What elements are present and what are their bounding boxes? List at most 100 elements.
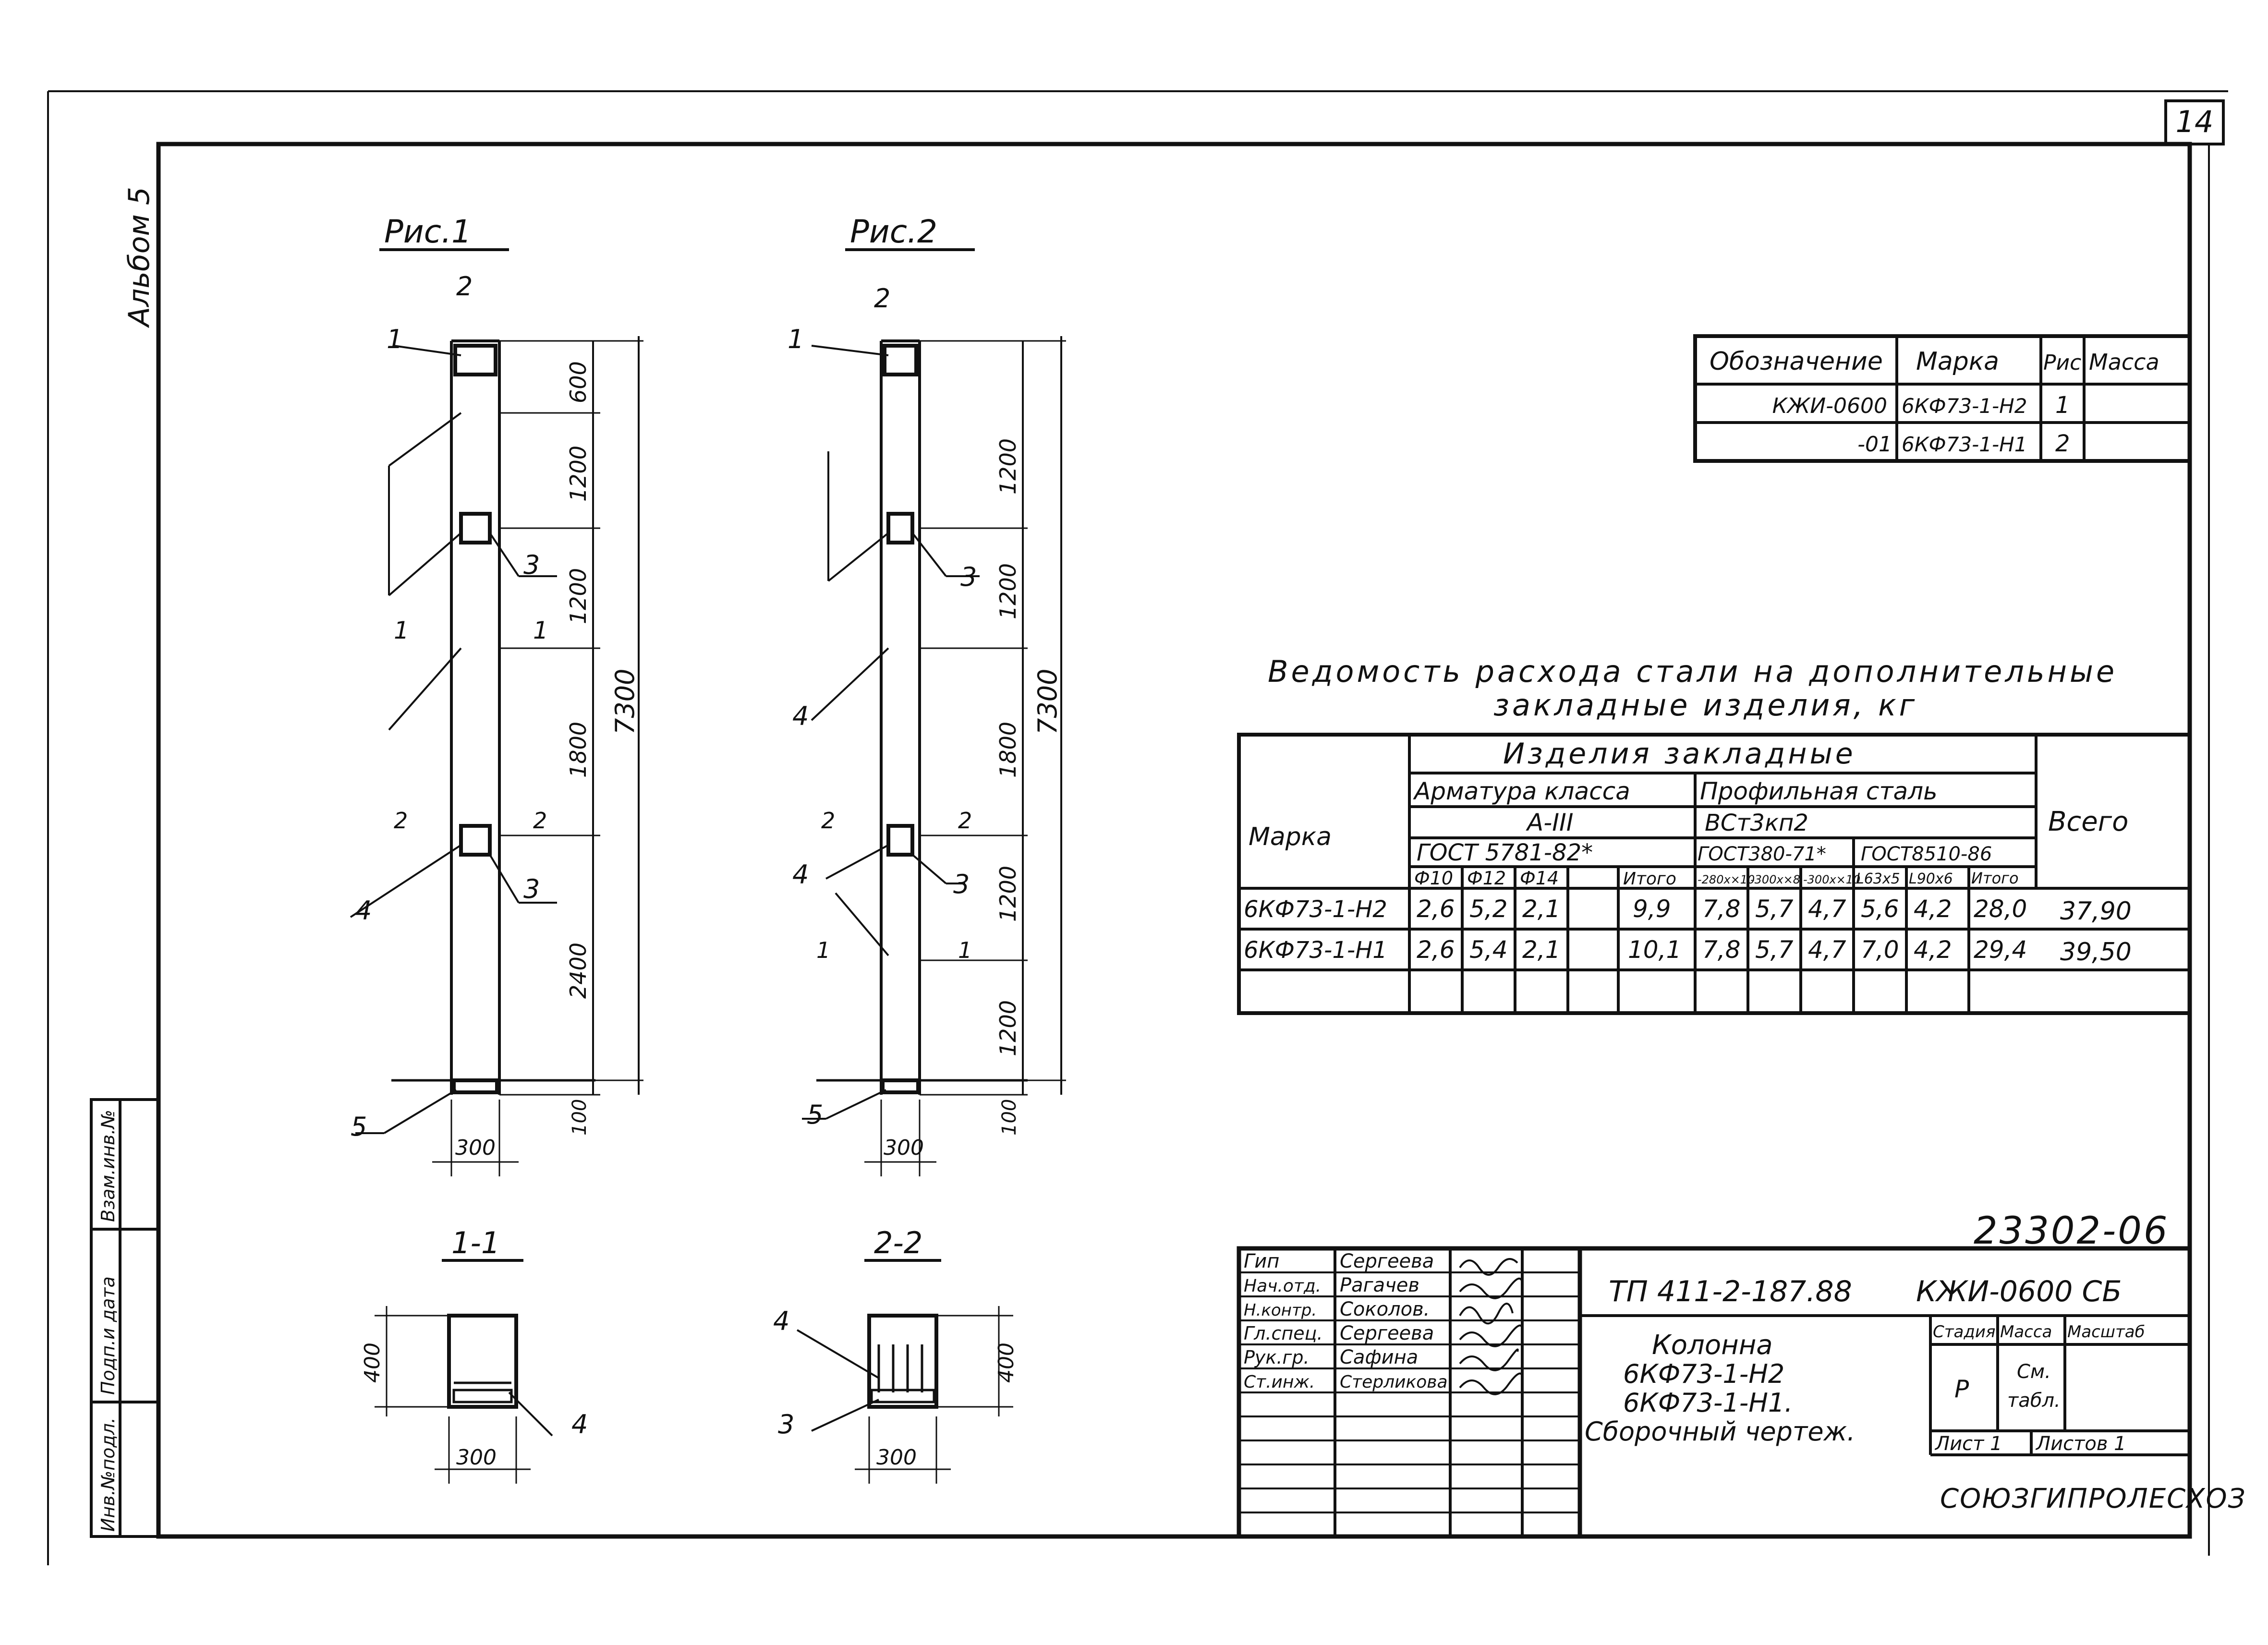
fig2-section-mark-1a: 1 (816, 937, 830, 963)
sheet-number-box (2164, 99, 2225, 145)
stage-value: Р (1954, 1375, 1969, 1403)
steel-row1-total: 37,90 (2060, 897, 2132, 926)
steel-row2-f14: 2,1 (1522, 936, 1561, 964)
sig-role-5: Рук.гр. (1244, 1347, 1310, 1368)
section-2-title: 2-2 (874, 1225, 922, 1260)
steel-header-profil: Профильная сталь (1700, 777, 1938, 805)
fig2-callout-3b: 3 (953, 869, 970, 899)
fig2-dim-overall: 7300 (1032, 669, 1063, 735)
fig1-dim-600: 600 (565, 361, 591, 403)
section-2-callout-4: 4 (773, 1306, 789, 1336)
side-stamp-inv: Инв.№подл. (97, 1417, 119, 1532)
fig2-callout-5: 5 (807, 1100, 823, 1130)
section-2-callout-3: 3 (778, 1409, 794, 1439)
fig2-section-mark-2a: 2 (821, 808, 835, 834)
steel-header-gost380: ГОСТ380-71* (1698, 843, 1826, 865)
item-name-3: 6КФ73-1-Н1. (1623, 1388, 1793, 1418)
mass-value: См. (2017, 1361, 2051, 1383)
fig1-dim-width: 300 (455, 1136, 496, 1160)
steel-row1-marka: 6КФ73-1-Н2 (1244, 896, 1387, 923)
section-1-title: 1-1 (451, 1225, 500, 1260)
fig1-callout-4: 4 (355, 895, 372, 926)
fig1-dim-1800: 1800 (565, 722, 591, 778)
item-name-1: Колонна (1652, 1330, 1773, 1361)
steel-table-title-2: закладные изделия, кг (1493, 688, 1917, 723)
steel-row1-f10: 2,6 (1417, 895, 1455, 923)
document-code: КЖИ-0600 СБ (1916, 1275, 2122, 1308)
sig-role-1: Гип (1244, 1250, 1279, 1272)
steel-header-armatura: Арматура класса (1413, 777, 1630, 805)
steel-header-marka: Марка (1249, 822, 1332, 851)
fig2-dim-1200b: 1200 (995, 563, 1021, 619)
steel-row2-marka: 6КФ73-1-Н1 (1244, 937, 1387, 964)
side-stamp-replace: Взам.инв.№ (97, 1110, 119, 1222)
sig-name-5: Сафина (1340, 1346, 1418, 1368)
steel-sub-f10: Ф10 (1414, 868, 1453, 889)
section-1-1: 1-1 400 300 4 (360, 1225, 588, 1484)
fig1-callout-1: 1 (387, 324, 403, 354)
fig2-dim-1200d: 1200 (995, 1000, 1021, 1056)
fig1-dim-overall: 7300 (610, 669, 640, 735)
section-2-2: 2-2 400 300 4 3 (773, 1225, 1019, 1484)
steel-row2-f12: 5,4 (1469, 936, 1508, 964)
designation-row1-designation: КЖИ-0600 (1772, 394, 1887, 418)
fig2-title: Рис.2 (850, 213, 937, 250)
fig1-title: Рис.1 (384, 213, 472, 250)
sig-name-1: Сергеева (1340, 1250, 1434, 1272)
side-stamp-box (90, 1098, 160, 1538)
steel-sub-l63: L63x5 (1856, 871, 1900, 887)
steel-row1-itogo2: 28,0 (1974, 895, 2027, 923)
steel-row2-280: 7,8 (1702, 936, 1741, 964)
sig-role-2: Нач.отд. (1244, 1276, 1321, 1296)
fig1-callout-3b: 3 (523, 874, 540, 904)
fig2-callout-2: 2 (874, 283, 890, 314)
designation-row1-marka: 6КФ73-1-Н2 (1902, 394, 2027, 418)
steel-row1-300x10: 4,7 (1808, 895, 1846, 923)
fig2-callout-3a: 3 (960, 562, 977, 592)
section-1-height: 400 (360, 1343, 385, 1383)
fig1-dim-1200a: 1200 (565, 446, 591, 502)
organization-name: СОЮЗГИПРОЛЕСХОЗ (1940, 1483, 2246, 1514)
steel-row2-300x8: 5,7 (1755, 936, 1794, 964)
steel-row1-itogo1: 9,9 (1633, 895, 1671, 923)
sig-name-2: Рагачев (1340, 1274, 1419, 1296)
fig1-dim-2400: 2400 (565, 943, 591, 999)
fig2-dim-width: 300 (884, 1136, 924, 1160)
sig-role-3: Н.контр. (1244, 1301, 1317, 1320)
steel-table-title-1: Ведомость расхода стали на дополнительны… (1268, 654, 2117, 689)
sig-name-3: Соколов. (1340, 1298, 1430, 1320)
title-block: Гип Сергеева Нач.отд. Рагачев Н.контр. С… (1237, 1246, 2246, 1539)
fig2-dim-1200a: 1200 (995, 438, 1021, 495)
fig2-section-mark-1b: 1 (958, 937, 972, 963)
steel-row1-280: 7,8 (1702, 895, 1741, 923)
fig1-callout-3a: 3 (523, 550, 540, 580)
fig1-callout-5: 5 (351, 1112, 367, 1142)
steel-header-armatura-class: А-III (1526, 809, 1573, 836)
fig1-section-mark-2b: 2 (533, 808, 547, 834)
steel-row1-l90: 4,2 (1914, 895, 1952, 923)
steel-row2-300x10: 4,7 (1808, 936, 1846, 964)
fig1-section-mark-2a: 2 (394, 808, 408, 834)
section-1-width: 300 (456, 1445, 497, 1470)
side-stamp-sign: Подп.и дата (97, 1276, 119, 1395)
steel-row2-itogo1: 10,1 (1628, 936, 1681, 964)
sheet-label: Лист 1 (1934, 1433, 2002, 1455)
steel-row2-f10: 2,6 (1417, 936, 1455, 964)
fig2-section-mark-2b: 2 (958, 808, 972, 834)
steel-sub-280: -280x×10 (1698, 873, 1755, 886)
mass-value-2: табл. (2007, 1390, 2061, 1412)
steel-header-armatura-gost: ГОСТ 5781-82* (1417, 839, 1593, 866)
stage-label: Стадия (1933, 1322, 1995, 1342)
steel-sub-itogo1: Итого (1623, 869, 1676, 889)
item-name-2: 6КФ73-1-Н2 (1623, 1359, 1784, 1389)
drawing-code: 23302-06 (1974, 1210, 2170, 1253)
steel-sub-f14: Ф14 (1520, 868, 1559, 889)
figure-1: Рис.1 (350, 213, 643, 1176)
steel-table: Ведомость расхода стали на дополнительны… (1237, 654, 2192, 1015)
section-2-width: 300 (876, 1445, 917, 1470)
fig1-callout-2: 2 (456, 271, 473, 302)
steel-row2-itogo2: 29,4 (1974, 936, 2027, 964)
steel-header-profil-grade: ВСт3кп2 (1705, 810, 1808, 836)
fig1-dim-100: 100 (569, 1099, 591, 1136)
